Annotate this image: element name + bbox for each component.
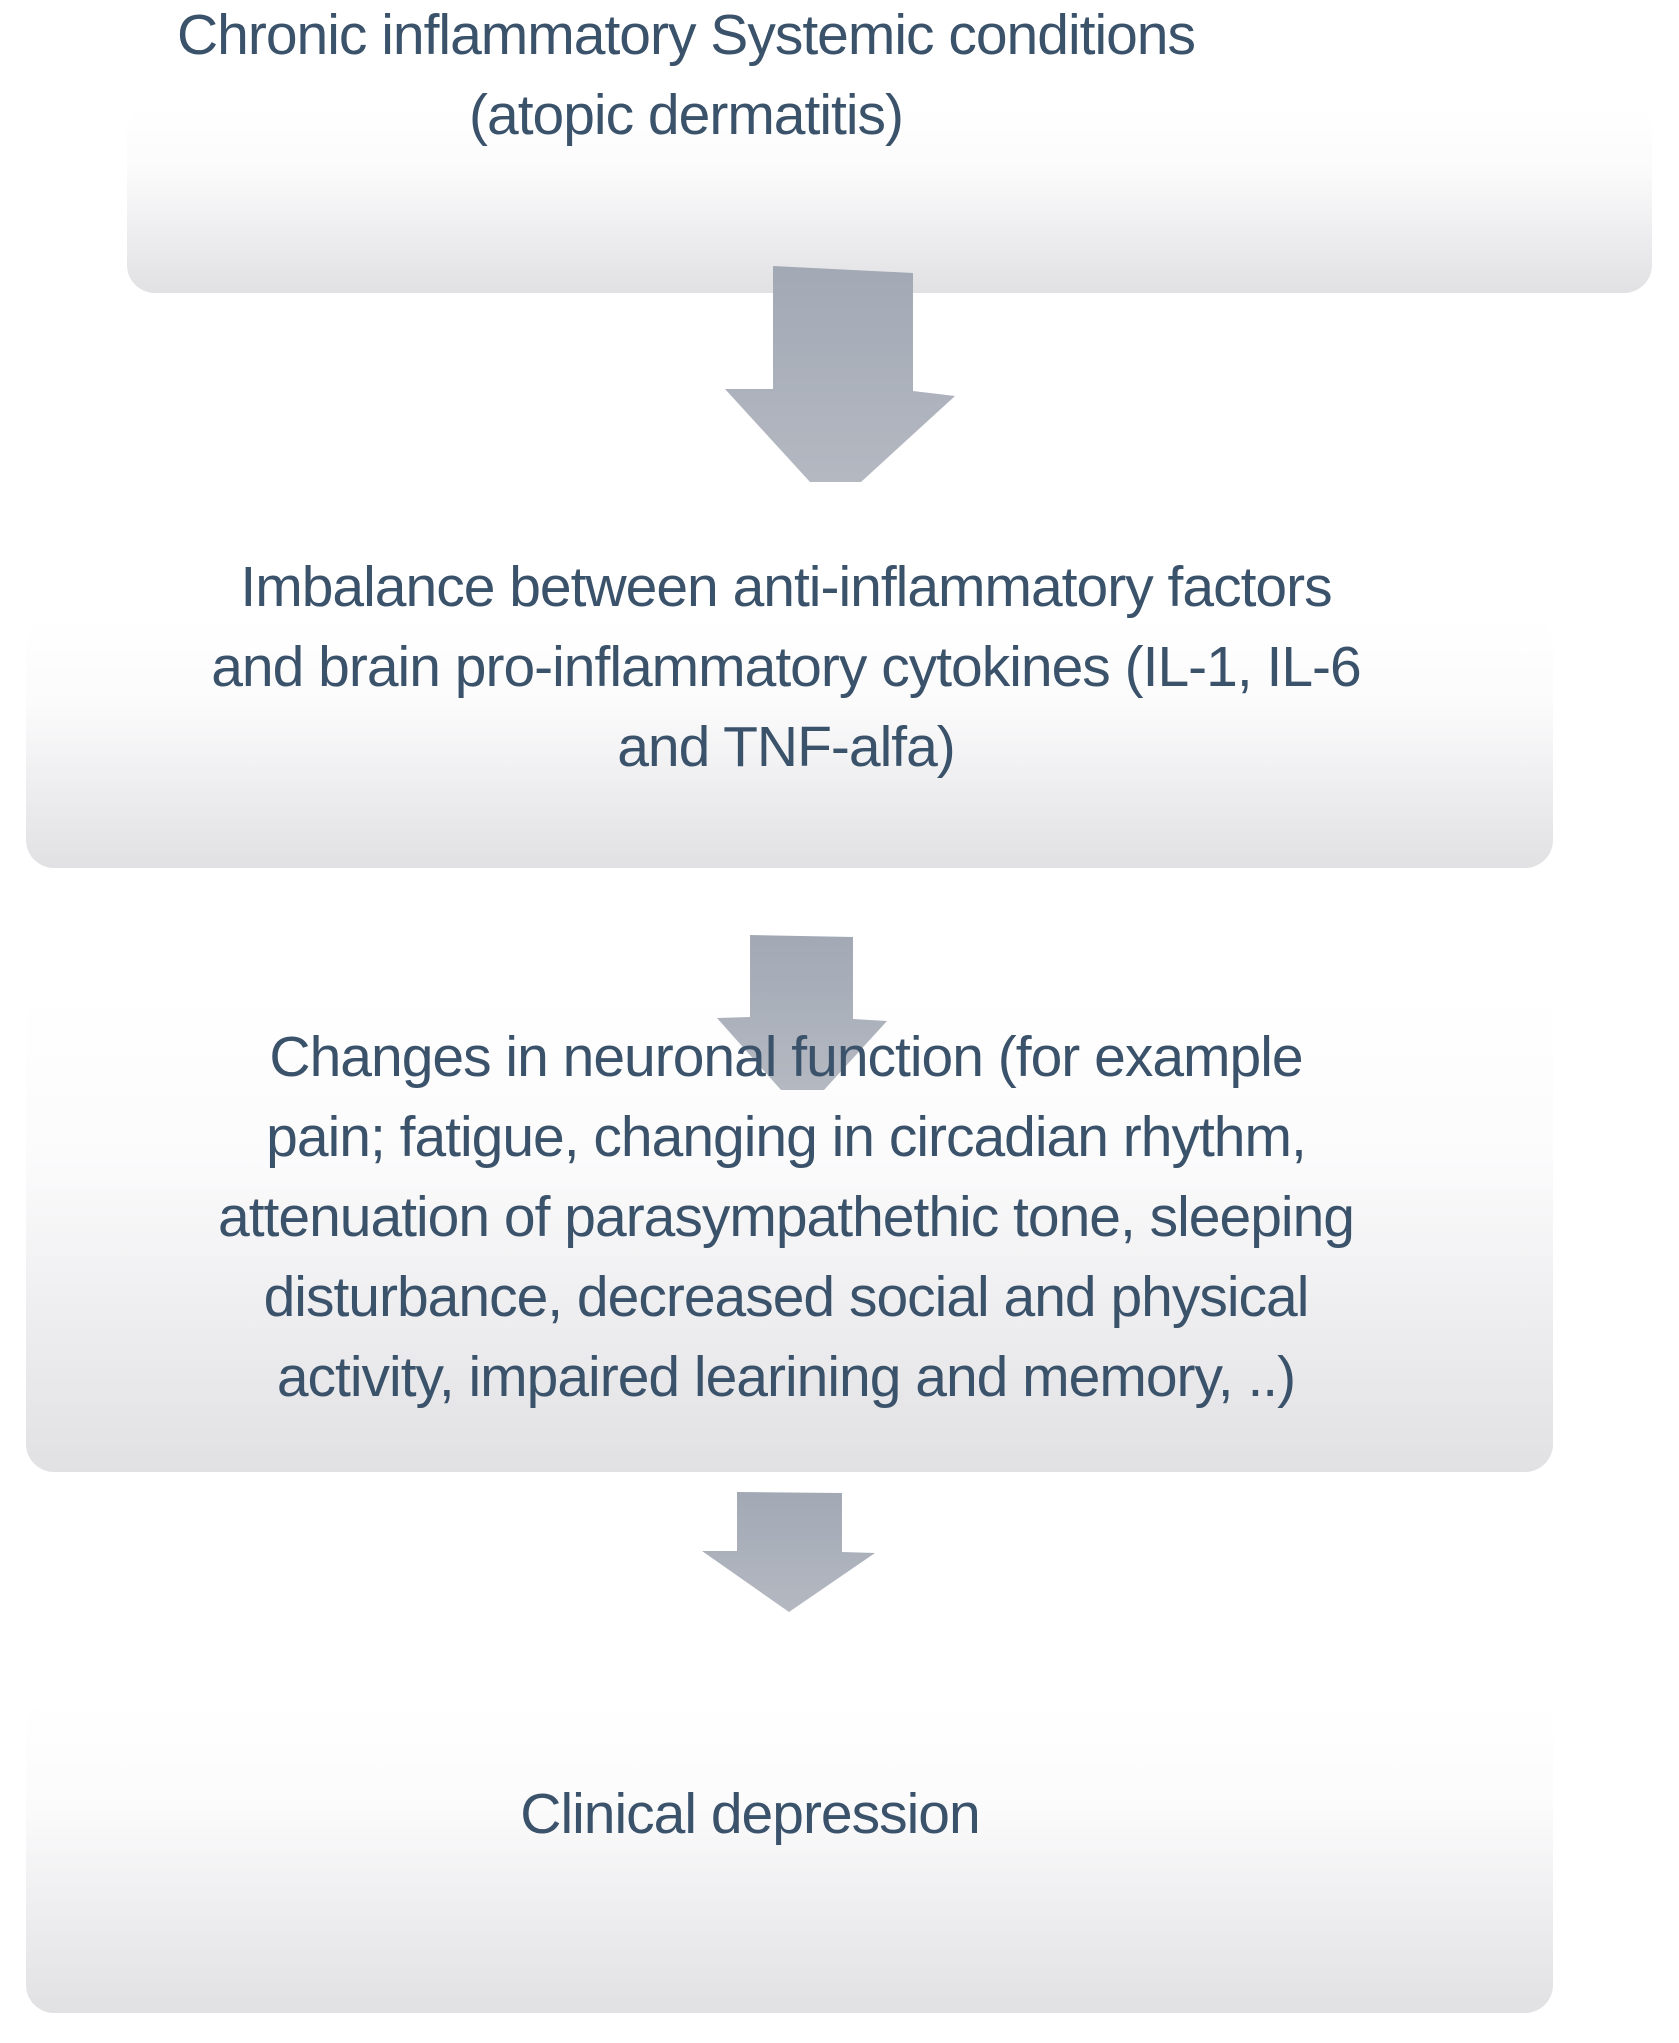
text-line: and brain pro-inflammatory cytokines (IL… xyxy=(211,635,1362,699)
down-arrow-3 xyxy=(702,1492,875,1612)
text-line: Clinical depression xyxy=(520,1782,980,1846)
text-line: Chronic inflammatory Systemic conditions xyxy=(176,3,1196,67)
text-line: activity, impaired learining and memory,… xyxy=(276,1345,1296,1409)
down-arrow-2 xyxy=(717,935,887,1090)
flow-box-clinical-depression-text: Clinical depression xyxy=(350,1774,1150,1854)
down-arrow-1 xyxy=(725,266,955,482)
flow-box-cytokine-imbalance xyxy=(26,617,1553,868)
text-line: Changes in neuronal function (for exampl… xyxy=(269,1025,1303,1089)
text-line: and TNF-alfa) xyxy=(617,715,956,779)
text-line: pain; fatigue, changing in circadian rhy… xyxy=(266,1105,1307,1169)
text-line: Imbalance between anti-inflammatory fact… xyxy=(240,555,1332,619)
flow-box-chronic-conditions xyxy=(127,105,1652,293)
flow-box-chronic-conditions-text: Chronic inflammatory Systemic conditions… xyxy=(36,0,1336,155)
text-line: disturbance, decreased social and physic… xyxy=(263,1265,1310,1329)
flow-box-cytokine-imbalance-text: Imbalance between anti-inflammatory fact… xyxy=(11,547,1561,787)
text-line: (atopic dermatitis) xyxy=(469,83,904,147)
flow-box-clinical-depression xyxy=(26,1697,1553,2013)
text-line: attenuation of parasympathethic tone, sl… xyxy=(218,1185,1355,1249)
flow-box-neuronal-changes-text: Changes in neuronal function (for exampl… xyxy=(11,1017,1561,1417)
